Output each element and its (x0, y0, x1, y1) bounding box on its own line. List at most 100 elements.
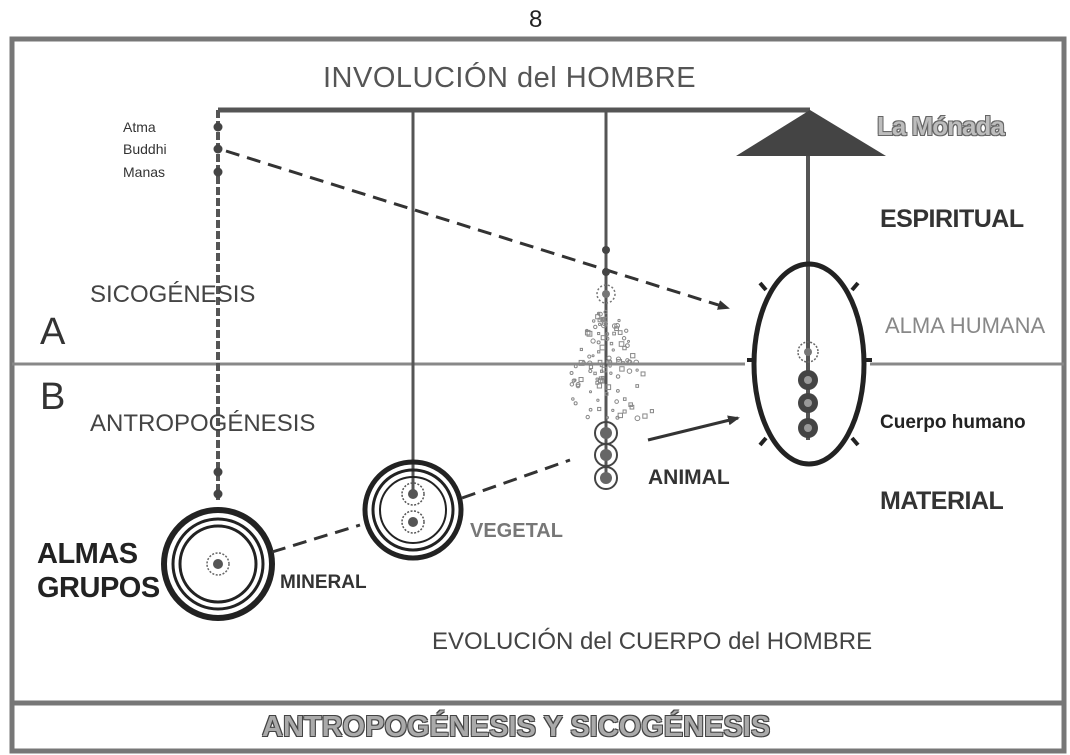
particle (615, 415, 620, 420)
particle (596, 340, 601, 345)
monad-triangle (736, 110, 886, 156)
particle (578, 359, 585, 366)
particle (642, 413, 648, 419)
outer-frame (9, 36, 1067, 754)
particle (605, 415, 610, 420)
particle (573, 378, 577, 382)
particle (619, 366, 625, 372)
particle (597, 317, 603, 323)
particle (569, 382, 575, 387)
particle (635, 384, 640, 388)
human-centres (797, 341, 819, 438)
particle (595, 380, 600, 385)
particle (649, 409, 654, 414)
buddhi-label: Buddhi (123, 141, 167, 157)
particle (590, 338, 596, 344)
involution-title: INVOLUCIÓN del HOMBRE (323, 62, 697, 94)
espiritual-label: ESPIRITUAL (880, 205, 1024, 233)
particle (605, 384, 612, 391)
particle (617, 412, 623, 419)
grupos-label: GRUPOS (37, 572, 160, 604)
particle (605, 332, 610, 336)
particle (614, 322, 620, 329)
particle (622, 397, 627, 401)
animal-ring-core (600, 472, 612, 484)
particle (588, 369, 593, 374)
particle (597, 311, 603, 317)
animal-ring-core (600, 427, 612, 439)
manas-label: Manas (123, 164, 166, 180)
line-node (213, 489, 223, 499)
human-ellipse (751, 261, 867, 467)
animal-ring (594, 466, 618, 490)
particle (616, 359, 623, 365)
particle (629, 404, 635, 410)
particle (609, 371, 613, 375)
particle (601, 320, 607, 326)
page-number: 8 (529, 6, 543, 33)
particle (608, 360, 612, 364)
manas-node (213, 167, 223, 177)
particle (617, 330, 623, 335)
particle (635, 368, 639, 372)
particle (578, 377, 584, 383)
atma-label: Atma (123, 119, 156, 135)
particle (606, 359, 613, 366)
animal-ring-core (600, 449, 612, 461)
particle (615, 388, 620, 393)
particle (588, 390, 593, 394)
evolution-arrow (647, 415, 740, 442)
particle (611, 408, 615, 412)
particle (573, 364, 578, 369)
animal-node (602, 268, 610, 276)
particle (593, 324, 598, 330)
particle (571, 397, 575, 401)
particle (615, 374, 621, 379)
section-a-letter: A (40, 311, 66, 353)
particle (626, 368, 633, 374)
particle (604, 392, 609, 396)
material-label: MATERIAL (880, 487, 1004, 515)
particle (601, 366, 608, 373)
particle (600, 379, 605, 384)
vegetal-label: VEGETAL (470, 520, 563, 542)
particle (587, 360, 593, 366)
particle (615, 356, 622, 362)
mineral-group-soul (161, 507, 275, 621)
particle (579, 347, 583, 352)
particle (573, 401, 578, 406)
atma-node (213, 122, 223, 132)
particle (599, 369, 604, 373)
particle (569, 371, 574, 375)
animal-sunburst-core (602, 290, 610, 298)
particle (591, 319, 596, 323)
particle (628, 402, 633, 407)
particle (608, 364, 612, 368)
animal-sunburst (596, 284, 616, 304)
alma-humana-label: ALMA HUMANA (885, 313, 1046, 338)
particle (601, 375, 605, 380)
particle (591, 354, 595, 358)
particle (595, 377, 599, 381)
particle (612, 331, 616, 336)
particle (622, 345, 627, 351)
animal-label: ANIMAL (648, 466, 730, 489)
particle (624, 328, 629, 333)
line-node (213, 467, 223, 477)
particle (634, 415, 641, 422)
evolution-line (461, 458, 571, 500)
particle (593, 371, 597, 376)
particle (624, 343, 630, 348)
section-b-letter: B (40, 376, 66, 418)
antropogenesis-label: ANTROPOGÉNESIS (90, 410, 316, 437)
particle (596, 398, 600, 402)
particle (597, 331, 601, 336)
particle (609, 341, 614, 346)
particle (621, 336, 627, 341)
particle (599, 364, 603, 368)
particle (640, 371, 646, 377)
particle (588, 407, 593, 412)
particle (587, 354, 592, 359)
vegetal-group-soul (362, 459, 464, 561)
